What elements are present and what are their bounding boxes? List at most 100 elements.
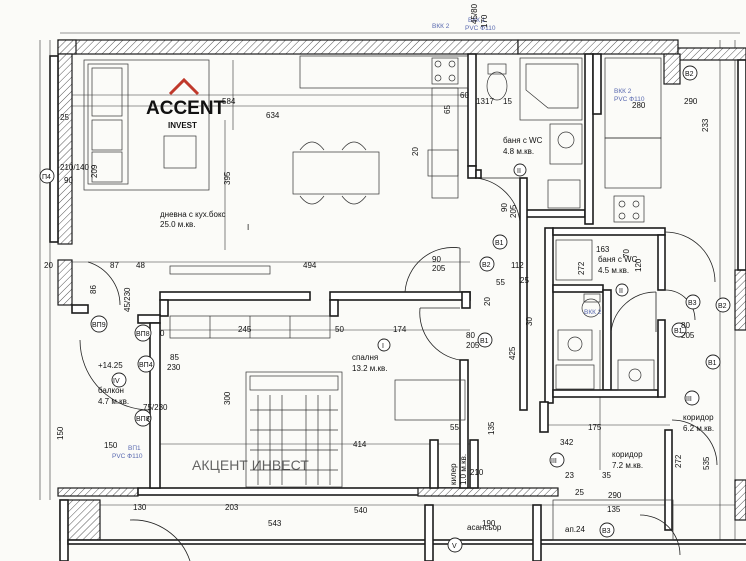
dim-text: 55 [496, 278, 505, 287]
window-size: 75/230 [143, 403, 168, 412]
room-bath1-num: II [517, 168, 521, 175]
door-size: 205 [681, 331, 695, 340]
vkk-note: ВКК 1 [468, 17, 486, 24]
door-size: 205 [466, 341, 480, 350]
door-size: 85 [170, 353, 179, 362]
window-size: 45/230 [123, 287, 132, 312]
structural-walls [49, 39, 746, 561]
dim-text: 395 [223, 171, 232, 185]
door-size: 205 [509, 204, 518, 218]
dim-text: 290 [684, 97, 698, 106]
room-elevator-name: асансьор [467, 523, 502, 532]
vkk-note: ВКК 2 [614, 88, 632, 95]
room-bath2-area: 4.5 м.кв. [598, 266, 629, 275]
logo-sub: INVEST [168, 121, 197, 130]
room-corridor1-num: III [551, 458, 557, 465]
level-mark: +14.25 [98, 361, 123, 370]
dim-text: 209 [90, 164, 99, 178]
dim-text: 150 [104, 441, 118, 450]
dim-text: 175 [588, 423, 602, 432]
dim-text: 30 [525, 317, 534, 326]
dim-text: 20 [483, 297, 492, 306]
dim-text: 60 [460, 91, 469, 100]
vkk-note: PVC Ф110 [112, 453, 143, 460]
vkk-note: ВП1 [128, 445, 141, 452]
dim-text: 15 [503, 97, 512, 106]
window-tag: ВП8 [136, 331, 150, 338]
door-size: 90 [500, 203, 509, 212]
dim-text: 17 [485, 97, 494, 106]
dim-text: 203 [225, 503, 239, 512]
door-tag: В2 [482, 262, 491, 269]
door-size: 80 [681, 321, 690, 330]
dim-text: 13 [476, 97, 485, 106]
door-size: 205 [432, 264, 446, 273]
room-bath2-num: II [619, 288, 623, 295]
door-size: 230 [167, 363, 181, 372]
room-number-marks: II II I IV III III V [111, 163, 700, 553]
room-corridor1-name: коридор [612, 450, 643, 459]
room-balcony-num: IV [113, 378, 120, 385]
dim-text: 45/80 [470, 3, 479, 24]
dim-text: 170 [480, 14, 489, 28]
door-size-texts: 90 205 80 205 90 205 80 205 70 85 230 12… [167, 203, 695, 372]
vkk-note: ВКК 2 [584, 309, 602, 316]
door-size: 70 [622, 249, 631, 258]
dim-text: 163 [596, 245, 610, 254]
door-tag: В2 [685, 71, 694, 78]
room-bedroom-num: I [382, 343, 384, 350]
dim-text: 48 [136, 261, 145, 270]
door-tag: В2 [718, 303, 727, 310]
room-living-area: 25.0 м.кв. [160, 220, 196, 229]
dim-text: 25 [60, 113, 69, 122]
vkk-note: ВКК 2 [432, 23, 450, 30]
furniture [83, 55, 674, 541]
dim-text: 290 [608, 491, 622, 500]
dim-text: 494 [303, 261, 317, 270]
window-size: 90 [64, 176, 73, 185]
door-tag: В3 [688, 300, 697, 307]
window-tag: П4 [42, 174, 51, 181]
dim-text: 190 [482, 519, 496, 528]
room-storage-area: 1.0 м.кв. [459, 454, 468, 485]
dim-text: 23 [565, 471, 574, 480]
dim-text: 543 [268, 519, 282, 528]
room-balcony-area: 4.7 м.кв. [98, 397, 129, 406]
dim-text: 584 [222, 97, 236, 106]
dim-text: 50 [335, 325, 344, 334]
window-tags: П4 ВП9 ВП8 ВП4 ВП8 210/140 90 45/230 0 7… [39, 163, 168, 427]
vkk-note: PVC Ф110 [614, 96, 645, 103]
dim-text: 135 [487, 421, 496, 435]
room-bedroom-area: 13.2 м.кв. [352, 364, 388, 373]
dim-text: 425 [508, 346, 517, 360]
room-bath2-name: баня с WC [598, 255, 638, 264]
window-size: 0 [147, 415, 152, 424]
window-tag: ВП8 [136, 416, 150, 423]
company-logo: ACCENT INVEST [146, 77, 226, 130]
door-tag: В3 [602, 528, 611, 535]
room-corridor1-area: 7.2 м.кв. [612, 461, 643, 470]
watermark-text: АКЦЕНТ ИНВЕСТ [192, 457, 309, 473]
dimension-texts: 45/80 170 584 634 25 60 13 17 15 65 280 … [44, 3, 711, 528]
partition-walls [67, 53, 746, 561]
dim-text: 233 [701, 118, 710, 132]
dim-text: 112 [511, 261, 524, 270]
door-size: 120 [634, 258, 643, 272]
pipe-notes: ВКК 2 ВКК 1 PVC Ф110 ВКК 2 PVC Ф110 ВКК … [112, 17, 645, 460]
dim-text: 135 [607, 505, 621, 514]
room-bath1-area: 4.8 м.кв. [503, 147, 534, 156]
dim-text: 414 [353, 440, 367, 449]
dim-text: 86 [89, 285, 98, 294]
dim-text: 55 [450, 423, 459, 432]
door-tag: В1 [708, 360, 717, 367]
dim-text: 65 [443, 105, 452, 114]
dim-text: 634 [266, 111, 280, 120]
dim-text: 342 [560, 438, 574, 447]
dim-text: 20 [44, 261, 53, 270]
door-size: 90 [432, 255, 441, 264]
door-tag: В1 [495, 240, 504, 247]
door-tag: В1 [674, 328, 683, 335]
room-elevator-num: V [452, 543, 457, 550]
dim-text: 210 [470, 468, 484, 477]
room-corridor2-num: III [686, 396, 692, 403]
